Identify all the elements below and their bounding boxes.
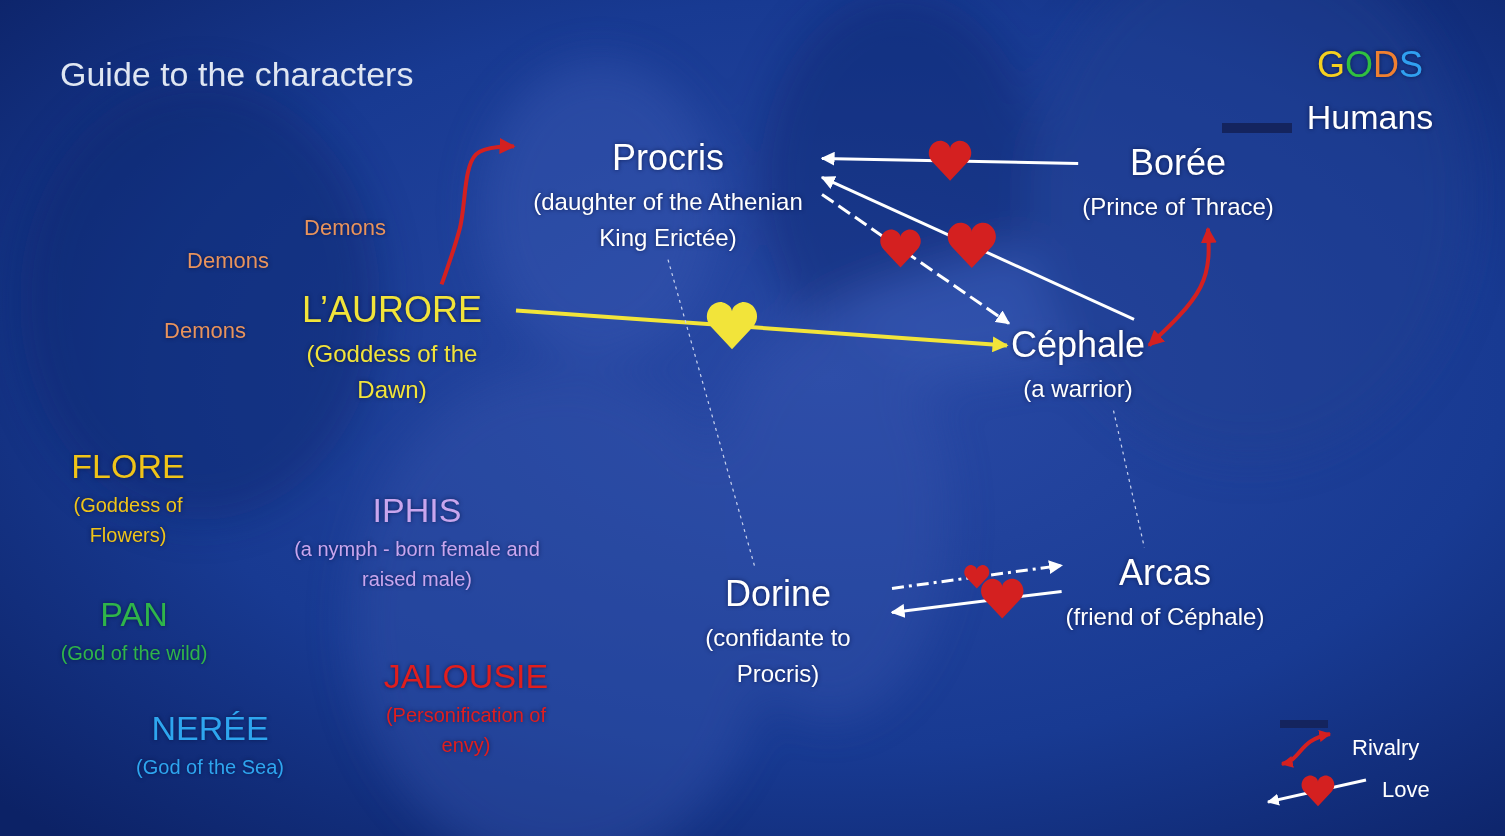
character-description: (Goddess of the Dawn)	[272, 336, 512, 408]
heart-symbol	[880, 229, 921, 267]
character-description: (a nymph - born female and raised male)	[292, 534, 542, 594]
heart-symbol	[929, 141, 971, 181]
character-description: (friend of Céphale)	[1066, 599, 1265, 635]
character-description: (a warrior)	[1011, 371, 1145, 407]
decor-bar	[1222, 123, 1292, 133]
demon-label: Demons	[304, 215, 386, 241]
heart-symbol	[707, 302, 757, 349]
character-node: NERÉE(God of the Sea)	[132, 704, 288, 787]
character-name: IPHIS	[292, 490, 542, 531]
silhouettes	[20, 0, 1470, 836]
character-name: NERÉE	[136, 708, 284, 749]
legend-text: Love	[1382, 777, 1430, 803]
character-description: (confidante to Procris)	[668, 620, 888, 692]
character-name: PAN	[61, 594, 208, 635]
character-node: Arcas (friend of Céphale)	[1062, 547, 1269, 638]
demon-label: Demons	[164, 318, 246, 344]
character-node: Borée (Prince of Thrace)	[1078, 137, 1278, 228]
character-name: JALOUSIE	[374, 656, 559, 697]
character-node: L’AURORE (Goddess of the Dawn)	[268, 284, 516, 411]
rivalry-arrow	[1149, 229, 1209, 346]
love-arrow	[822, 194, 1009, 323]
character-node: IPHIS(a nymph - born female and raised m…	[288, 486, 546, 599]
love-arrow	[516, 310, 1007, 345]
character-name: Dorine	[668, 572, 888, 615]
legend-sample	[1262, 770, 1372, 810]
hostility-arrow	[442, 146, 514, 284]
character-description: (Goddess of Flowers)	[53, 490, 203, 550]
diagram-title: Guide to the characters	[60, 54, 413, 95]
character-node: Procris (daughter of the Athenian King Er…	[514, 132, 822, 259]
heart-symbol	[981, 579, 1023, 619]
love-arrow	[892, 565, 1062, 588]
legend-item: Love	[1262, 770, 1430, 810]
character-name: FLORE	[53, 446, 203, 487]
character-name: Arcas	[1066, 551, 1265, 594]
legend-heading: GODS	[1317, 43, 1423, 86]
character-description: (Personification of envy)	[374, 700, 559, 760]
character-description: (God of the Sea)	[136, 752, 284, 782]
legend-heading: Humans	[1307, 97, 1434, 138]
character-name: Procris	[518, 136, 818, 179]
character-name: Céphale	[1011, 323, 1145, 366]
character-description: (God of the wild)	[61, 638, 208, 668]
love-arrow	[892, 591, 1062, 612]
legend-sample	[1272, 726, 1342, 770]
character-description: (Prince of Thrace)	[1082, 189, 1274, 225]
character-description: (daughter of the Athenian King Erictée)	[518, 184, 818, 256]
character-name: L’AURORE	[272, 288, 512, 331]
character-name: Borée	[1082, 141, 1274, 184]
character-node: Dorine (confidante to Procris)	[664, 568, 892, 695]
character-node: Céphale (a warrior)	[1007, 319, 1149, 410]
demon-label: Demons	[187, 248, 269, 274]
link-line	[1114, 411, 1145, 548]
heart-symbol	[948, 223, 996, 268]
decor-bar	[1280, 720, 1328, 728]
character-node: PAN(God of the wild)	[57, 590, 212, 673]
character-node: JALOUSIE(Personification of envy)	[370, 652, 563, 765]
character-node: FLORE(Goddess of Flowers)	[49, 442, 207, 555]
legend-item: Rivalry	[1272, 726, 1419, 770]
legend-text: Rivalry	[1352, 735, 1419, 761]
